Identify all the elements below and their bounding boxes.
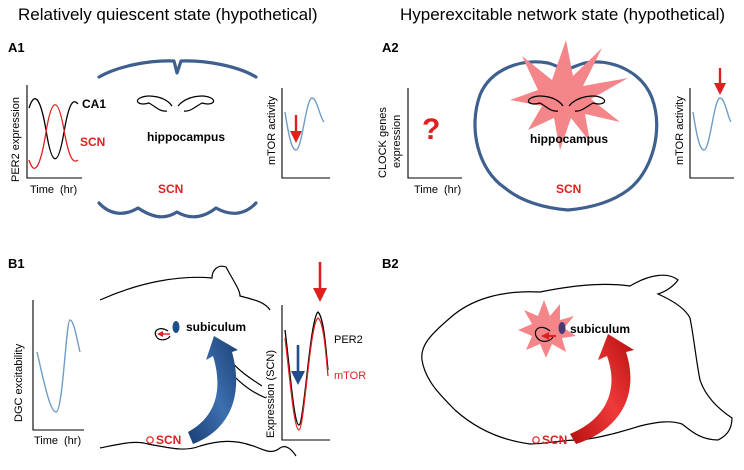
a1-time-label: Time (30, 184, 54, 196)
b1-per2-wave (284, 311, 329, 426)
panel-label-a2: A2 (382, 40, 399, 55)
panel-label-b2: B2 (382, 256, 399, 271)
a2-mtor-ylabel: mTOR activity (674, 96, 686, 165)
b1-blue-down-arrow-head (291, 371, 305, 385)
a2-clock-axes (407, 88, 462, 179)
b2-sagittal-section: subiculum SCN (421, 274, 733, 447)
a1-hippocampus-left (136, 95, 173, 112)
a2-scn-label: SCN (556, 182, 581, 196)
b2-hippocampus-curve (534, 326, 554, 342)
a1-mtor-down-arrow-head (290, 131, 302, 143)
a2-excitation-burst (510, 40, 628, 150)
right-title: Hyperexcitable network state (hypothetic… (400, 5, 725, 24)
a2-mtor-wave (692, 97, 732, 151)
panel-label-a1: A1 (8, 40, 25, 55)
panel-label-b1: B1 (8, 256, 25, 271)
a1-ca1-legend: CA1 (82, 97, 106, 111)
b2-brain-outline (421, 274, 733, 445)
b1-red-down-arrow-head (313, 288, 327, 302)
a1-per2-plot: PER2 expression Time (hr) CA1 SCN (10, 85, 106, 196)
a1-coronal-section: hippocampus SCN (97, 59, 258, 219)
b1-mtor-wave (284, 317, 329, 431)
b2-subiculum-label: subiculum (570, 322, 630, 336)
a1-ca1-wave (28, 98, 79, 160)
b1-mtor-legend: mTOR (334, 370, 366, 382)
b1-dgc-ylabel: DGC excitability (13, 343, 25, 422)
b1-dgc-wave (36, 319, 81, 413)
a1-mtor-axes (281, 88, 330, 179)
b1-time-label: Time (34, 435, 58, 447)
a1-scn-label: SCN (158, 182, 183, 196)
b1-small-arrow-head (157, 331, 163, 337)
a1-hippocampus-right (177, 95, 215, 112)
a2-unit-label: (hr) (444, 184, 461, 196)
a1-brain-bottom-outline (97, 201, 258, 219)
a2-question-mark: ? (422, 113, 440, 146)
a2-mtor-axes (689, 88, 734, 179)
a1-mtor-plot: mTOR activity (266, 88, 330, 179)
b1-expression-axes (281, 305, 330, 441)
a2-brain-outline (473, 60, 659, 212)
b1-hippocampus-curve (154, 328, 171, 341)
a1-per2-axes (26, 85, 82, 179)
b2-scn-label: SCN (542, 433, 567, 447)
b2-subiculum-dot (558, 322, 566, 334)
a1-mtor-wave (284, 97, 325, 151)
b1-scn-marker (146, 436, 154, 444)
b1-brain-top-outline (99, 265, 271, 311)
left-title: Relatively quiescent state (hypothetical… (18, 5, 318, 24)
a2-hippocampus-left (527, 95, 564, 112)
b2-scn-to-subiculum-arrow (570, 334, 634, 444)
a2-hippocampus-label: hippocampus (530, 132, 608, 146)
a1-unit-label: (hr) (60, 184, 77, 196)
a2-clock-ylabel-line2: expression (391, 115, 403, 168)
b1-per2-legend: PER2 (334, 334, 363, 346)
a1-mtor-ylabel: mTOR activity (266, 96, 278, 165)
b1-dgc-axes (32, 300, 84, 431)
a2-hippocampus-right (568, 95, 606, 112)
a1-brain-top-outline (97, 59, 258, 79)
a2-mtor-plot: mTOR activity (674, 68, 734, 179)
a2-coronal-section: hippocampus SCN (473, 40, 659, 212)
b1-subiculum-label: subiculum (186, 320, 246, 334)
b1-unit-label: (hr) (64, 435, 81, 447)
a2-clock-ylabel-line1: CLOCK genes (377, 107, 389, 178)
b1-subiculum-dot (172, 321, 180, 333)
b1-expression-plot: Expression (SCN) PER2 mTOR (265, 262, 366, 441)
b2-small-arrow-head (541, 332, 549, 340)
a2-time-label: Time (414, 184, 438, 196)
b1-scn-label: SCN (156, 433, 181, 447)
b1-sagittal-section: subiculum SCN (99, 265, 297, 457)
b1-dgc-plot: DGC excitability Time (hr) (13, 300, 84, 447)
a1-per2-ylabel: PER2 expression (10, 97, 22, 182)
a2-clock-plot: ? CLOCK genes expression Time (hr) (377, 88, 462, 196)
b1-scn-to-subiculum-arrow (188, 336, 238, 444)
b2-scn-marker (532, 436, 540, 444)
b1-brain-bottom-outline (99, 440, 297, 457)
a1-hippocampus-label: hippocampus (147, 130, 225, 144)
a2-mtor-down-arrow-head (714, 83, 726, 95)
b1-expression-ylabel: Expression (SCN) (265, 350, 277, 438)
a1-scn-legend: SCN (80, 135, 105, 149)
a1-scn-wave (28, 104, 79, 169)
